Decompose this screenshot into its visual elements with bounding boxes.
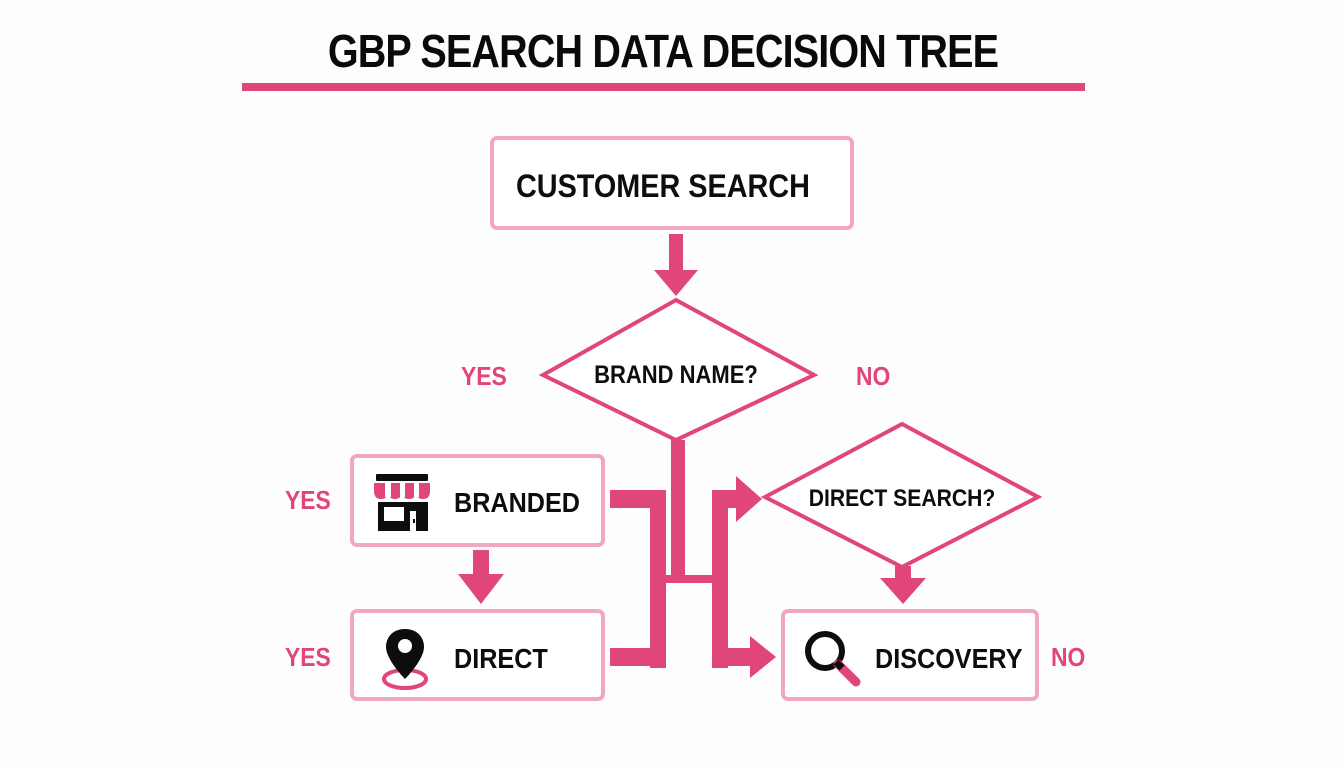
node-discovery: DISCOVERY [781,609,1039,701]
direct-decision-label: DIRECT SEARCH? [808,485,996,512]
branded-yes-label: YES [285,485,331,515]
storefront-icon [374,474,430,531]
direct-yes-label: YES [285,642,331,672]
discovery-no-label: NO [1051,642,1086,672]
node-label: DIRECT [454,643,548,674]
connector-network [458,440,926,678]
node-branded: BRANDED [350,454,605,547]
node-direct: DIRECT [350,609,605,701]
search-icon [805,631,861,687]
map-pin-icon [382,629,428,690]
node-label: BRANDED [454,487,580,518]
page-title: GBP SEARCH DATA DECISION TREE [327,25,999,77]
node-customer-search: CUSTOMER SEARCH [490,136,854,230]
node-label: CUSTOMER SEARCH [516,168,810,204]
arrow-start-to-brand [654,234,698,296]
brand-decision-label: BRAND NAME? [594,361,758,389]
brand-no-label: NO [856,361,891,391]
brand-yes-label: YES [461,361,507,391]
node-label: DISCOVERY [875,643,1023,674]
title-underline [242,83,1085,91]
